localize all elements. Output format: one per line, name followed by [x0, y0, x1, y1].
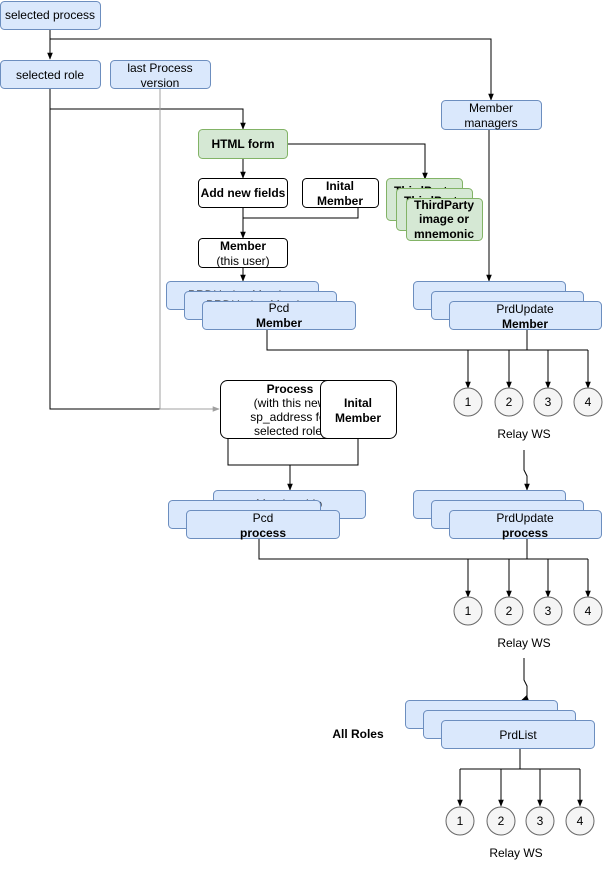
- selected-process-label: selected process: [5, 8, 95, 22]
- edge-role-to-form: [50, 108, 246, 130]
- node-prdlist-stack[interactable]: PrdList: [405, 700, 595, 749]
- prdupdate-process-label-2: process: [502, 526, 548, 540]
- pcd-member-label-2: Member: [256, 316, 302, 330]
- thirdparty-label-1: ThirdParty: [414, 198, 474, 212]
- process-box-label-1: Process: [267, 382, 314, 396]
- relay-node-label: 4: [585, 395, 592, 409]
- pcd-member-label-1: Pcd: [269, 301, 290, 315]
- pcd-member-front: [202, 301, 356, 330]
- relay-node[interactable]: 3: [533, 387, 563, 417]
- prdupdate-member-label-1: PrdUpdate: [496, 302, 554, 316]
- inital-member-label-1: Inital: [326, 179, 354, 193]
- relay-node-label: 4: [577, 814, 584, 828]
- all-roles-label: All Roles: [332, 727, 384, 741]
- node-inital-member-2[interactable]: Inital Member: [320, 380, 397, 439]
- node-inital-member[interactable]: Inital Member: [302, 178, 379, 209]
- edge-role-to-processbox: [49, 89, 219, 410]
- edge-process-to-managers: [50, 38, 494, 101]
- node-member-this-user[interactable]: Member (this user): [198, 238, 288, 269]
- relay-node-label: 4: [585, 604, 592, 618]
- inital-member-2-label-1: Inital: [344, 396, 372, 410]
- relay-node-label: 3: [545, 395, 552, 409]
- relay-node-label: 1: [457, 814, 464, 828]
- inital-member-2-label-2: Member: [335, 411, 381, 425]
- relay-node[interactable]: 2: [494, 596, 524, 626]
- pcd-process-label-1: Pcd: [253, 511, 274, 525]
- last-process-version-label-1: last Process: [127, 61, 192, 75]
- add-new-fields-label: Add new fields: [201, 186, 286, 200]
- prdupdate-process-front: [449, 510, 602, 539]
- pcd-process-front: [186, 510, 340, 539]
- relay-node[interactable]: 1: [453, 596, 483, 626]
- relay-group-2: 1 2 3 4 Relay WS: [453, 596, 603, 650]
- member-this-user-label-2: (this user): [216, 254, 269, 268]
- prdlist-label: PrdList: [499, 728, 537, 742]
- prdupdate-process-label-1: PrdUpdate: [496, 511, 554, 525]
- relay-node-label: 1: [465, 604, 472, 618]
- process-box-label-2: (with this new: [254, 396, 327, 410]
- process-box-label-3: sp_address for: [250, 410, 329, 424]
- node-selected-process[interactable]: selected process: [0, 1, 101, 30]
- thirdparty-label-3: mnemonic: [414, 227, 474, 241]
- member-this-user-label-1: Member: [220, 239, 266, 253]
- relay-node[interactable]: 3: [533, 596, 563, 626]
- relay-ws-label: Relay WS: [489, 846, 542, 860]
- node-selected-role[interactable]: selected role: [0, 60, 101, 89]
- node-pcd-member-stack[interactable]: PRDUpdateMember PRDUpdateMember Pcd Memb…: [166, 281, 356, 331]
- node-html-form[interactable]: HTML form: [198, 129, 288, 159]
- relay-node-label: 2: [506, 395, 513, 409]
- last-process-version-label-2: version: [141, 76, 180, 90]
- relay-node[interactable]: 4: [573, 387, 603, 417]
- node-last-process-version[interactable]: last Process version: [110, 60, 211, 91]
- edges: [47, 29, 591, 807]
- node-add-new-fields[interactable]: Add new fields: [198, 178, 288, 208]
- relay-node[interactable]: 1: [453, 387, 483, 417]
- selected-role-label: selected role: [16, 68, 84, 82]
- edge-inital-to-member: [243, 208, 359, 219]
- process-box-label-4: selected role): [254, 424, 326, 438]
- member-managers-label-2: managers: [464, 116, 517, 130]
- edge-pcd-to-bus-2: [258, 539, 588, 560]
- relay-group-1: 1 2 3 4 Relay WS: [453, 387, 603, 441]
- relay-node[interactable]: 1: [445, 806, 475, 836]
- relay-node[interactable]: 2: [486, 806, 516, 836]
- node-thirdparty-stack[interactable]: ThirdParty ThirdParty ThirdParty image o…: [386, 178, 483, 242]
- node-prdupdate-process-stack[interactable]: PrdUpdate process: [413, 490, 602, 541]
- node-member-managers[interactable]: Member managers: [441, 100, 542, 131]
- relay-node[interactable]: 3: [525, 806, 555, 836]
- relay-node-label: 1: [465, 395, 472, 409]
- relay-node[interactable]: 4: [565, 806, 595, 836]
- relay-node[interactable]: 2: [494, 387, 524, 417]
- edge-processbox-join: [227, 439, 359, 466]
- relay-ws-label: Relay WS: [497, 636, 550, 650]
- relay-group-3: 1 2 3 4 Relay WS: [445, 806, 595, 860]
- member-managers-label-1: Member: [469, 101, 513, 115]
- edge-relay1-to-prdupdate: [523, 450, 530, 491]
- relay-ws-label: Relay WS: [497, 427, 550, 441]
- prdupdate-member-front: [449, 301, 602, 330]
- relay-node-label: 3: [537, 814, 544, 828]
- edge-pcd-to-bus-1: [266, 330, 588, 351]
- prdlist-front: [441, 720, 595, 749]
- edge-version-to-processbox: [159, 89, 220, 412]
- node-prdupdate-member-stack[interactable]: PrdUpdate Member: [413, 281, 602, 332]
- relay-node-label: 2: [498, 814, 505, 828]
- prdupdate-member-label-2: Member: [502, 317, 548, 331]
- inital-member-label-2: Member: [317, 194, 363, 208]
- thirdparty-front: [406, 198, 483, 241]
- edge-relay2-to-prdlist: [521, 658, 529, 701]
- edge-form-to-thirdparty: [288, 143, 428, 180]
- relay-node-label: 3: [545, 604, 552, 618]
- thirdparty-label-2: image or: [419, 212, 469, 226]
- relay-node-label: 2: [506, 604, 513, 618]
- pcd-process-label-2: process: [240, 526, 286, 540]
- html-form-label: HTML form: [211, 137, 274, 151]
- relay-node[interactable]: 4: [573, 596, 603, 626]
- node-pcd-process-stack[interactable]: Membership Pcd process: [168, 490, 366, 541]
